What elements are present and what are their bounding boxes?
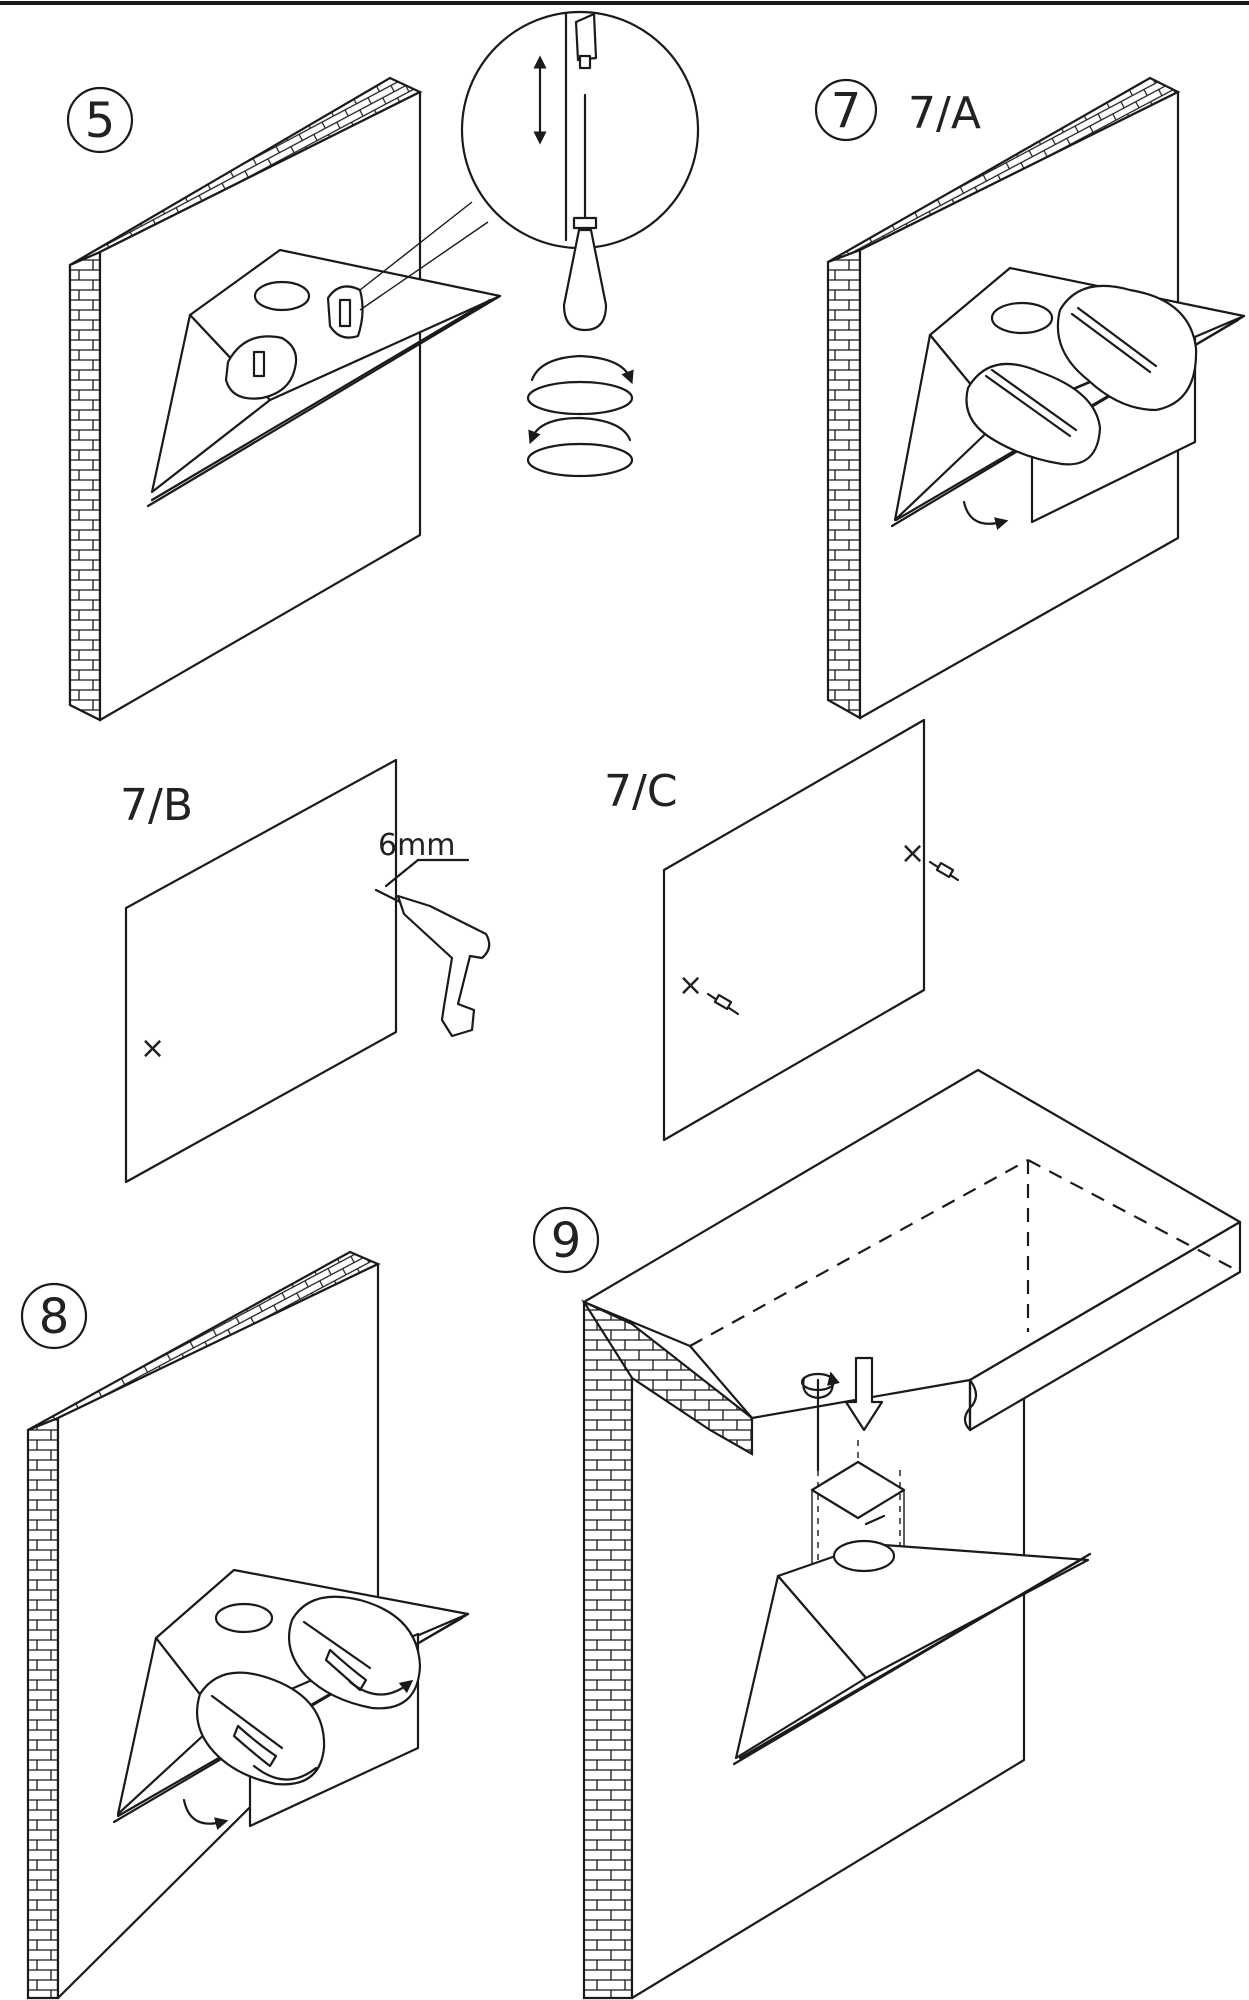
step-7-badge: [814, 78, 878, 142]
step-7c-figure: × ×: [662, 718, 960, 1142]
step-9-label: 9: [532, 1206, 600, 1274]
step-7c-text: 7/C: [604, 766, 678, 817]
step-7a-label: 7/A: [908, 88, 981, 139]
step-7b-text: 7/B: [120, 780, 193, 831]
step-7b-figure: ×: [124, 758, 491, 1184]
step-7-number: 7: [831, 83, 862, 139]
mark-x-right: ×: [900, 836, 925, 871]
step-9-number: 9: [551, 1213, 582, 1269]
step-5-label: 5: [66, 86, 134, 154]
step-9-figure: [581, 1068, 1242, 2000]
step-5-figure: [68, 10, 700, 722]
step-7c-label: 7/C: [604, 766, 678, 817]
drill-size-label: 6mm: [378, 828, 456, 863]
step-5-badge: [66, 86, 134, 154]
step-8-label: 8: [20, 1282, 88, 1350]
step-5-number: 5: [85, 93, 116, 149]
step-7b-label: 7/B 6mm: [120, 780, 456, 863]
step-7a-figure: [826, 76, 1246, 720]
step-9-badge: [532, 1206, 600, 1274]
step-8-badge: [20, 1282, 88, 1350]
step-8-number: 8: [39, 1289, 70, 1345]
mark-x-bottom: ×: [678, 968, 703, 1003]
step-7-label: 7 7/A: [814, 78, 981, 142]
mark-x-left: ×: [140, 1031, 165, 1066]
step-8-figure: [26, 1250, 470, 2000]
